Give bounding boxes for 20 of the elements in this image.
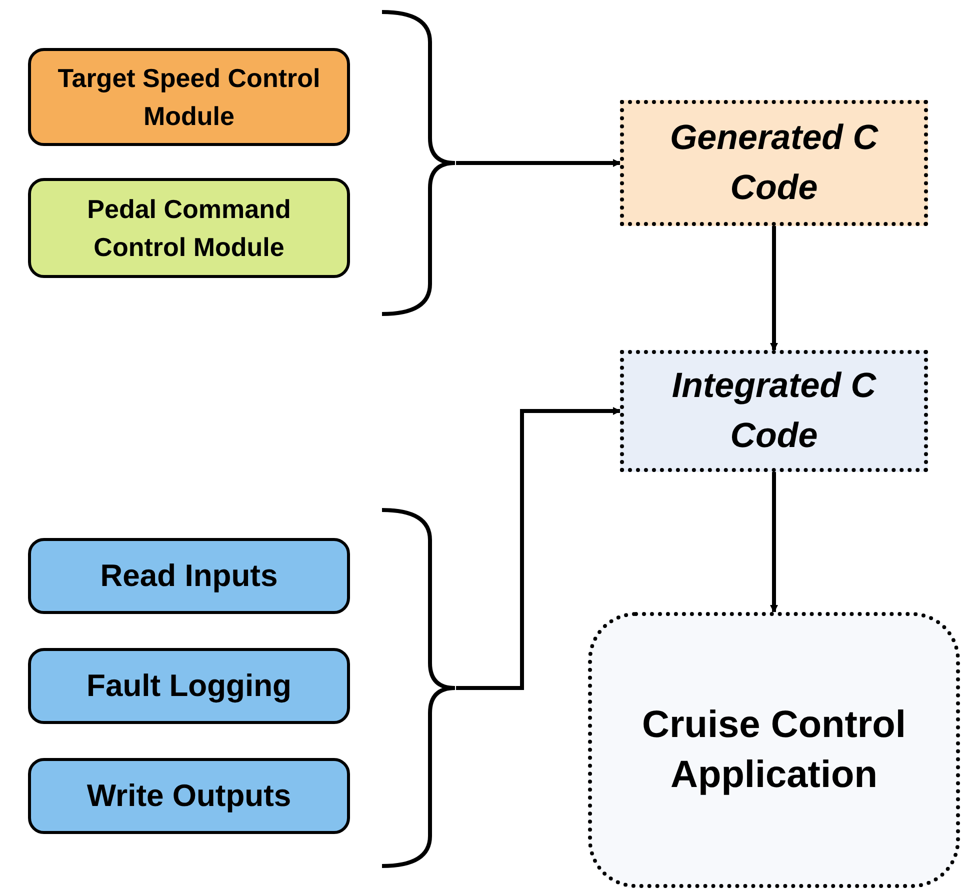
- box-label: Pedal Command Control Module: [86, 193, 292, 264]
- arrow: [770, 472, 778, 613]
- process-box: [28, 178, 350, 278]
- process-box: [620, 100, 928, 226]
- box-label: Target Speed Control Module: [56, 62, 322, 133]
- box-label: Read Inputs: [100, 556, 278, 595]
- process-box: [28, 758, 350, 834]
- process-box: [28, 48, 350, 146]
- box-label: Fault Logging: [86, 666, 292, 705]
- arrow: [456, 159, 621, 167]
- box-label: Cruise Control Application: [641, 703, 907, 798]
- process-box: [28, 648, 350, 724]
- arrow: [770, 226, 778, 351]
- process-box: [588, 612, 960, 888]
- box-label: Integrated C Code: [670, 365, 878, 457]
- arrow: [456, 407, 621, 690]
- box-label: Generated C Code: [668, 117, 880, 209]
- process-box: [28, 538, 350, 614]
- box-label: Write Outputs: [86, 776, 292, 815]
- process-box: [620, 350, 928, 472]
